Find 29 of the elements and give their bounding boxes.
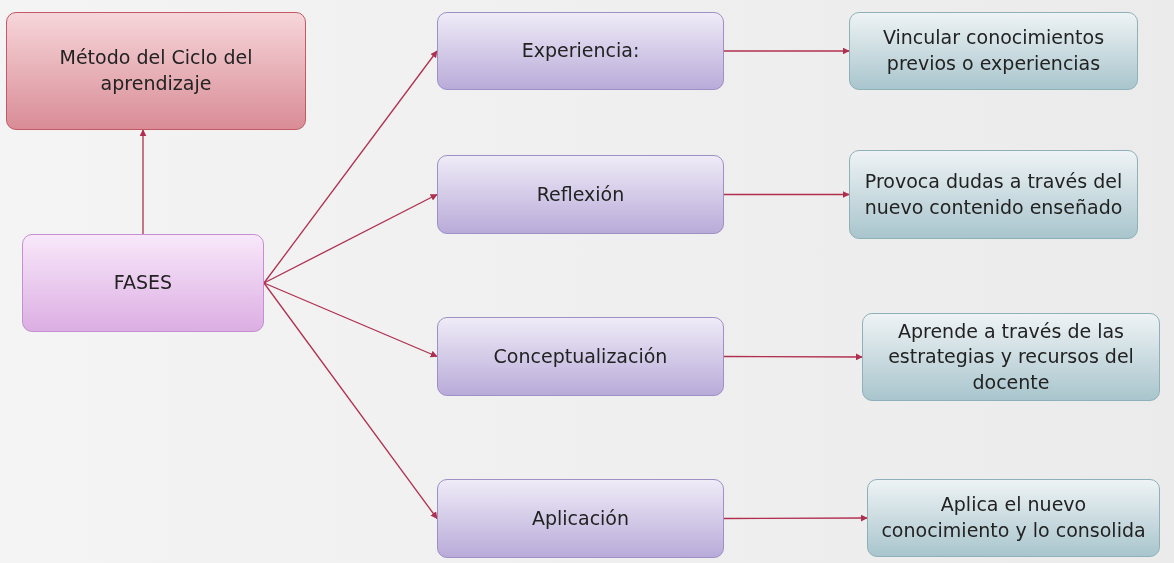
concept-box [849,12,1138,90]
concept-box [6,12,306,130]
arrow [723,191,850,198]
concept-box [849,150,1138,239]
concept-box [867,479,1160,557]
arrow [263,282,438,520]
concept-box [862,313,1160,401]
arrow [723,514,868,522]
box-text: Método del Ciclo del aprendizaje [58,45,254,96]
arrow [723,353,863,361]
arrow [263,50,438,284]
concept-box [22,234,264,332]
arrow [139,129,147,235]
concept-box [437,479,724,558]
box-text: Aplicación [531,505,630,531]
arrow [263,193,438,284]
concept-box [437,12,724,90]
box-text: FASES [113,270,173,296]
box-text: Aplica el nuevo conocimiento y lo consolida [880,492,1147,543]
box-text: Experiencia: [521,38,640,64]
box-text: Aprende a través de las estrategias y recursos del docente [887,318,1135,395]
concept-box [437,155,724,234]
box-text: Vincular conocimientos previos o experiencias [881,25,1106,76]
box-text: Provoca dudas a través del nuevo contenido enseñado [863,168,1124,220]
box-text: Reflexión [536,181,625,207]
concept-box [437,317,724,396]
arrow [723,47,850,55]
box-text: Conceptualización [493,343,668,369]
arrow [263,282,438,358]
